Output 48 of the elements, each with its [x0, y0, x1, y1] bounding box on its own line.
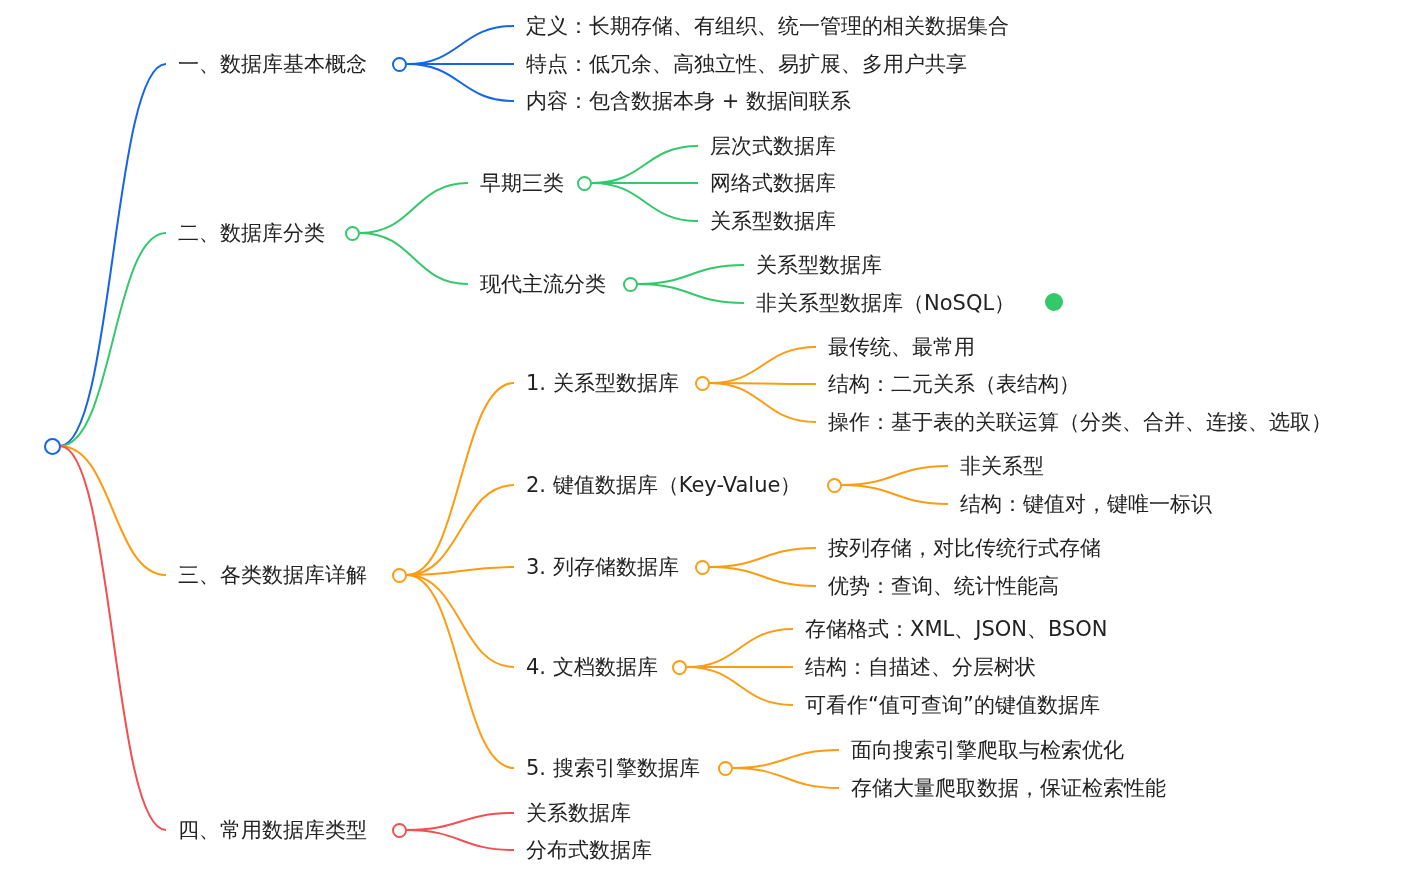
node-label: 3. 列存储数据库 [526, 554, 679, 581]
branch-line [59, 445, 167, 576]
node-label: 优势：查询、统计性能高 [828, 573, 1059, 600]
node-label: 结构：二元关系（表结构） [828, 371, 1080, 398]
node-label: 按列存储，对比传统行式存储 [828, 535, 1101, 562]
node-label: 三、各类数据库详解 [178, 562, 367, 589]
branch-line [359, 232, 469, 285]
branch-line [709, 566, 817, 587]
node-label: 定义：长期存储、有组织、统一管理的相关数据集合 [526, 13, 1009, 40]
branch-line [591, 182, 699, 222]
branch-line [406, 63, 515, 102]
node-label: 最传统、最常用 [828, 334, 975, 361]
branch-line [686, 666, 794, 706]
branch-line [406, 829, 515, 851]
node-label: 结构：自描述、分层树状 [805, 654, 1036, 681]
branch-line [841, 484, 949, 505]
node-label: 特点：低冗余、高独立性、易扩展、多用户共享 [526, 51, 967, 78]
node-label: 1. 关系型数据库 [526, 370, 679, 397]
node-label: 操作：基于表的关联运算（分类、合并、连接、选取） [828, 409, 1332, 436]
node-label: 四、常用数据库类型 [178, 817, 367, 844]
node-label: 可看作“值可查询”的键值数据库 [805, 692, 1100, 719]
node-label: 关系型数据库 [710, 208, 836, 235]
node-label: 一、数据库基本概念 [178, 51, 367, 78]
node-label: 二、数据库分类 [178, 220, 325, 247]
node-label: 内容：包含数据本身 + 数据间联系 [526, 88, 851, 115]
node-label: 结构：键值对，键唯一标识 [960, 491, 1212, 518]
node-label: 5. 搜索引擎数据库 [526, 755, 700, 782]
branch-line [637, 283, 745, 304]
node-label: 2. 键值数据库（Key-Value） [526, 472, 802, 499]
branch-line [709, 382, 817, 423]
branch-line [59, 63, 167, 447]
node-label: 面向搜索引擎爬取与检索优化 [851, 737, 1124, 764]
node-label: 非关系型 [960, 453, 1044, 480]
node-label: 层次式数据库 [710, 133, 836, 160]
node-label: 网络式数据库 [710, 170, 836, 197]
branch-line [732, 767, 840, 789]
branch-line [406, 574, 515, 769]
node-label: 现代主流分类 [480, 271, 606, 298]
root-circle [44, 438, 61, 455]
node-label: 存储格式：XML、JSON、BSON [805, 616, 1108, 643]
node-label: 关系型数据库 [756, 252, 882, 279]
node-label: 4. 文档数据库 [526, 654, 658, 681]
node-label: 早期三类 [480, 170, 564, 197]
node-label: 关系数据库 [526, 800, 631, 827]
node-label: 存储大量爬取数据，保证检索性能 [851, 775, 1166, 802]
node-label: 非关系型数据库（NoSQL） [756, 290, 1016, 317]
node-label: 分布式数据库 [526, 837, 652, 864]
branch-line [59, 445, 167, 831]
